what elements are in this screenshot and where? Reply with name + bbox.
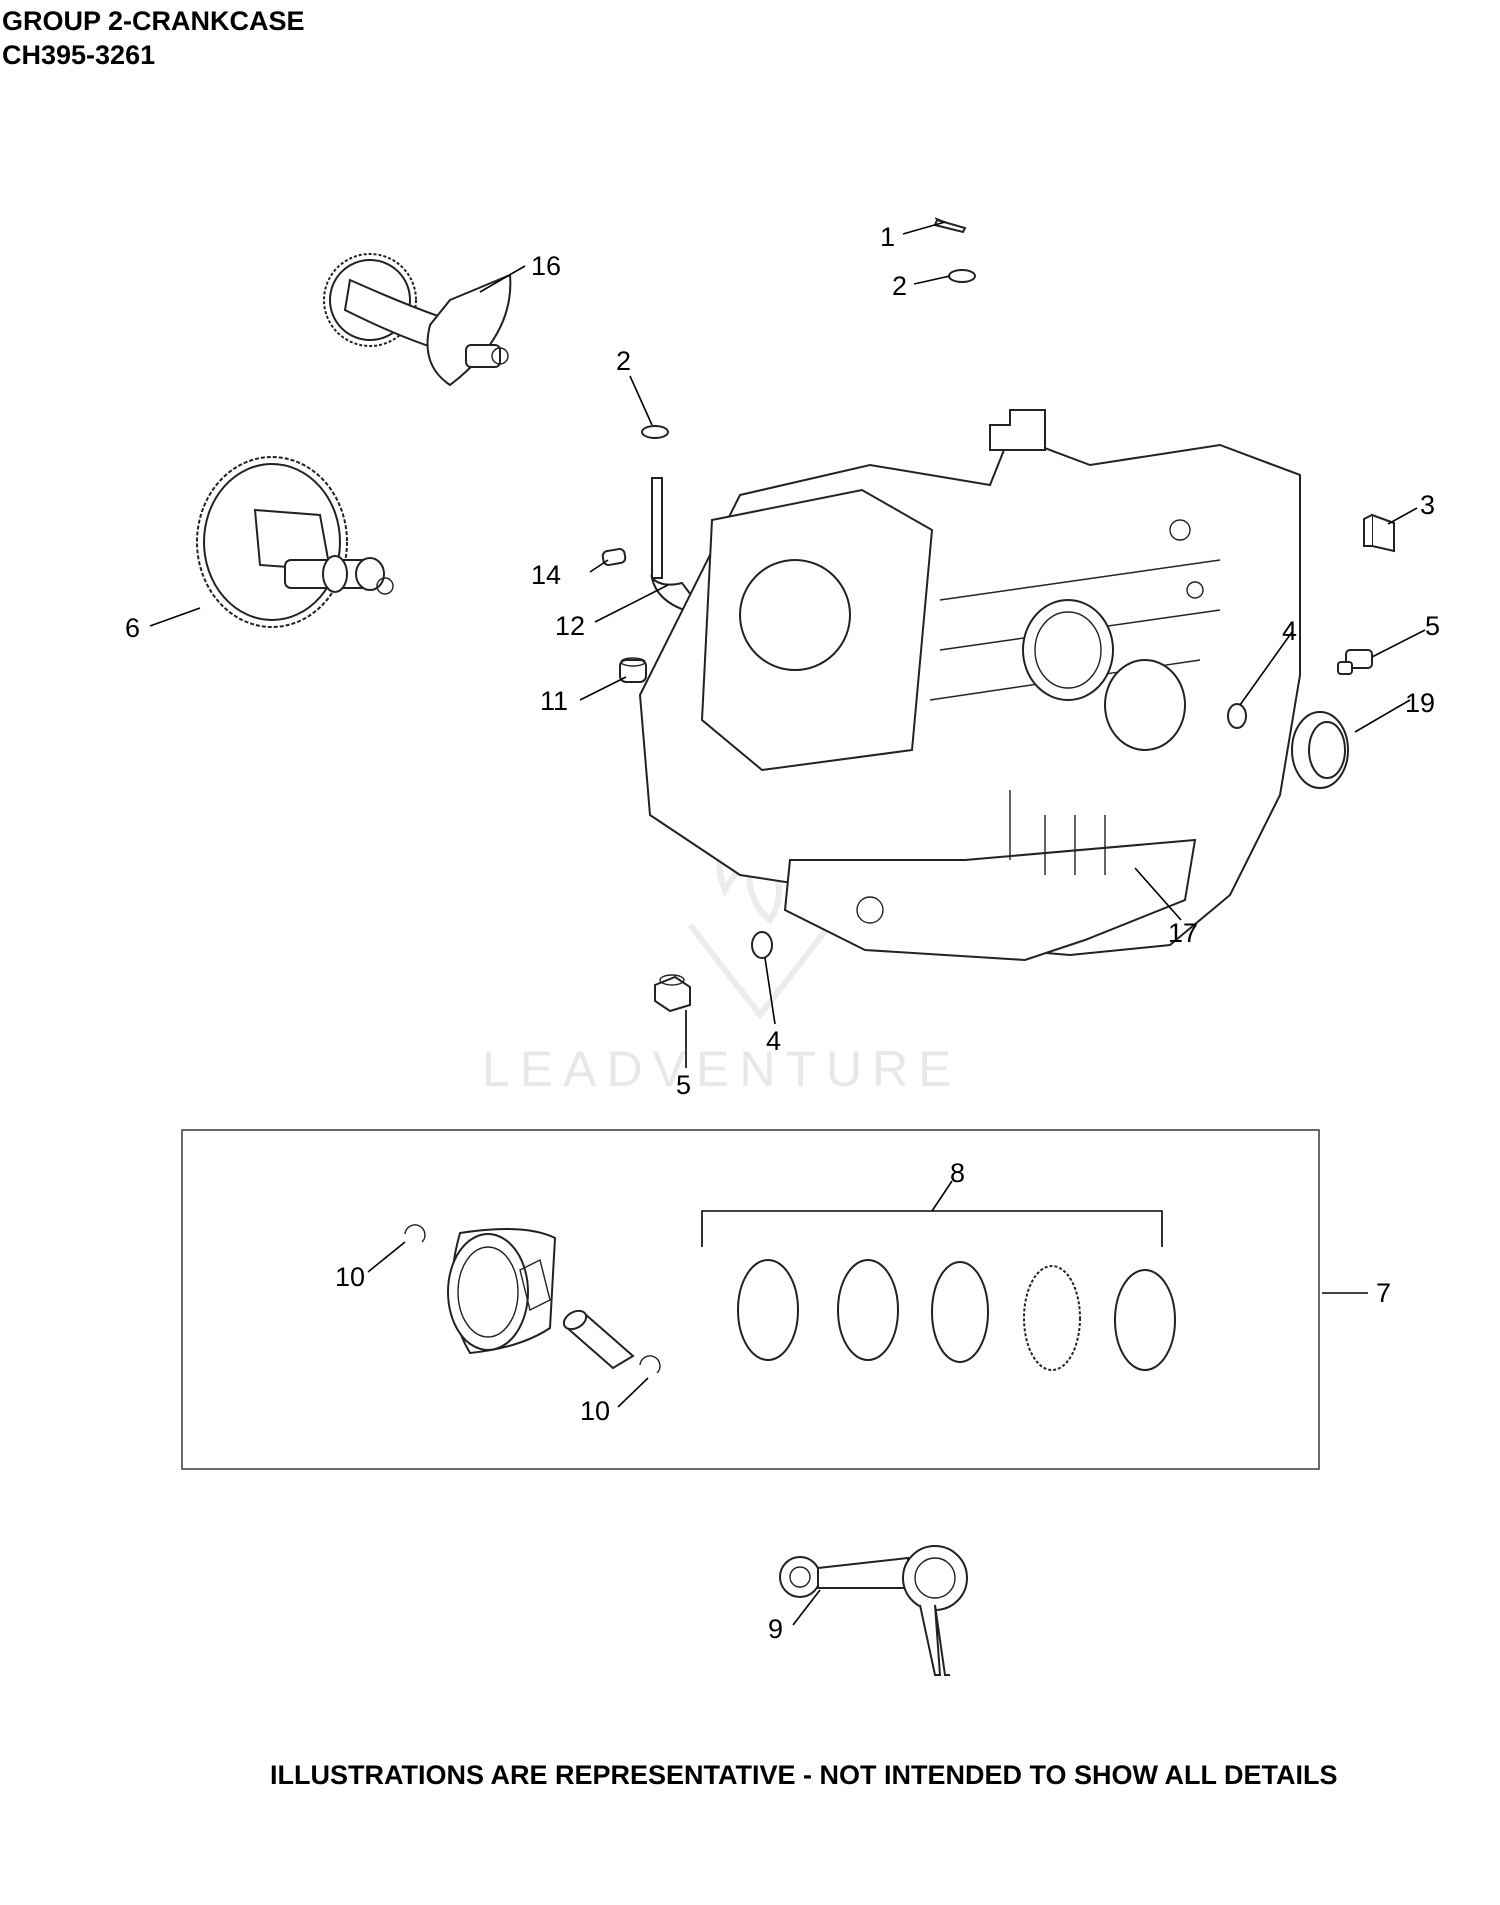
part-12-governor-shaft [650, 477, 699, 613]
callout-8: 8 [950, 1158, 965, 1188]
part-5-drain-plug-right [1337, 649, 1373, 675]
part-19-oil-seal [1291, 711, 1349, 789]
callout-10-bottom: 10 [580, 1396, 610, 1426]
part-4-washer-right [1227, 703, 1247, 729]
callout-9: 9 [768, 1614, 783, 1644]
callout-19: 19 [1405, 688, 1435, 718]
callout-12: 12 [555, 611, 585, 641]
callout-14: 14 [531, 560, 561, 590]
part-14-dowel-pin [601, 547, 627, 567]
callout-2-top: 2 [892, 271, 907, 301]
part-8-piston-rings [737, 1259, 1176, 1371]
callouts: 1 2 2 3 4 4 5 5 6 7 8 9 10 10 11 12 14 1… [125, 222, 1440, 1644]
piston-kit-box [181, 1129, 1320, 1470]
callout-4-right: 4 [1282, 616, 1297, 646]
callout-11: 11 [540, 686, 568, 716]
part-2-washer-top [948, 269, 976, 283]
part-11-bushing [619, 657, 647, 683]
part-3-clip [1363, 513, 1395, 553]
part-2-washer-shaft [641, 425, 669, 439]
leader-lines [149, 221, 1426, 1626]
part-17-crankcase [638, 409, 1301, 962]
part-16-governor-gear [323, 253, 512, 387]
piston-pin [562, 1309, 635, 1370]
part-7-piston [447, 1228, 557, 1355]
callout-5-right: 5 [1425, 611, 1440, 641]
callout-4-bottom: 4 [766, 1026, 781, 1056]
disclaimer-note: ILLUSTRATIONS ARE REPRESENTATIVE - NOT I… [270, 1760, 1338, 1790]
model-number: CH395-3261 [2, 40, 156, 70]
watermark-text: LEADVENTURE [482, 1041, 962, 1097]
part-10-retainer-bottom [639, 1355, 661, 1374]
callout-6: 6 [125, 613, 140, 643]
callout-16: 16 [531, 251, 561, 281]
part-10-retainer-top [404, 1224, 426, 1243]
callout-1: 1 [880, 222, 895, 252]
callout-7: 7 [1376, 1278, 1391, 1308]
part-6-camshaft [196, 456, 394, 628]
part-5-drain-plug-bottom [654, 974, 691, 1013]
part-9-connecting-rod [779, 1545, 968, 1676]
callout-10-top: 10 [335, 1262, 365, 1292]
callout-3: 3 [1420, 490, 1435, 520]
callout-5-bottom: 5 [676, 1070, 691, 1100]
part-1-pin [933, 217, 967, 234]
callout-17: 17 [1168, 918, 1198, 948]
callout-2-shaft: 2 [616, 346, 631, 376]
part-4-washer-bottom [751, 931, 773, 959]
diagram-title: GROUP 2-CRANKCASE [2, 6, 305, 36]
